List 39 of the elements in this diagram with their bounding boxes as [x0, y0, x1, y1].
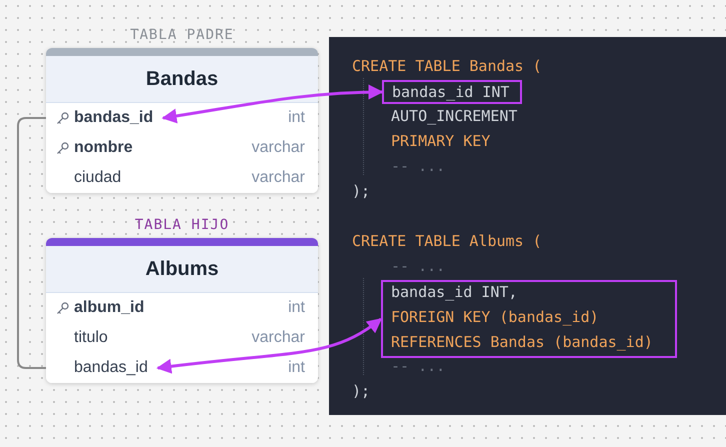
code-line: bandas_id INT	[392, 82, 510, 102]
column-name: nombre	[74, 139, 133, 157]
highlight-box	[381, 280, 677, 358]
column-name: album_id	[74, 299, 144, 317]
arrow	[156, 318, 382, 374]
arrow	[162, 84, 384, 124]
code-line: bandas_id INT,	[391, 282, 518, 302]
table-row	[46, 103, 318, 133]
table-row	[46, 293, 318, 323]
code-line: CREATE TABLE Albums (	[352, 231, 542, 251]
code-line: );	[352, 381, 370, 401]
table-title: Bandas	[146, 68, 218, 90]
connector-line	[17, 117, 46, 369]
column-name: ciudad	[74, 169, 122, 187]
column-name: bandas_id	[74, 109, 154, 127]
column-type: int	[288, 359, 305, 377]
column-name: titulo	[74, 329, 108, 347]
highlight-box	[382, 80, 522, 104]
code-line: PRIMARY KEY	[391, 131, 490, 151]
code-line: FOREIGN KEY (bandas_id)	[391, 307, 599, 327]
column-type: int	[288, 109, 305, 127]
table-caption: TABLA HIJO	[134, 216, 230, 234]
column-name: bandas_id	[74, 359, 148, 377]
code-line: -- ...	[391, 256, 446, 276]
code-line: CREATE TABLE Bandas (	[352, 56, 542, 76]
column-type: int	[288, 299, 305, 317]
column-type: varchar	[252, 329, 305, 347]
code-panel	[329, 37, 726, 415]
table-title: Albums	[145, 258, 219, 280]
code-line: AUTO_INCREMENT	[391, 106, 518, 126]
table-row	[46, 163, 318, 193]
code-line: -- ...	[391, 156, 446, 176]
table-row	[46, 353, 318, 383]
column-type: varchar	[252, 169, 305, 187]
code-line: );	[352, 181, 370, 201]
column-type: varchar	[252, 139, 305, 157]
code-line: REFERENCES Bandas (bandas_id)	[391, 332, 653, 352]
code-line: -- ...	[391, 356, 446, 376]
table-caption: TABLA PADRE	[129, 26, 235, 44]
